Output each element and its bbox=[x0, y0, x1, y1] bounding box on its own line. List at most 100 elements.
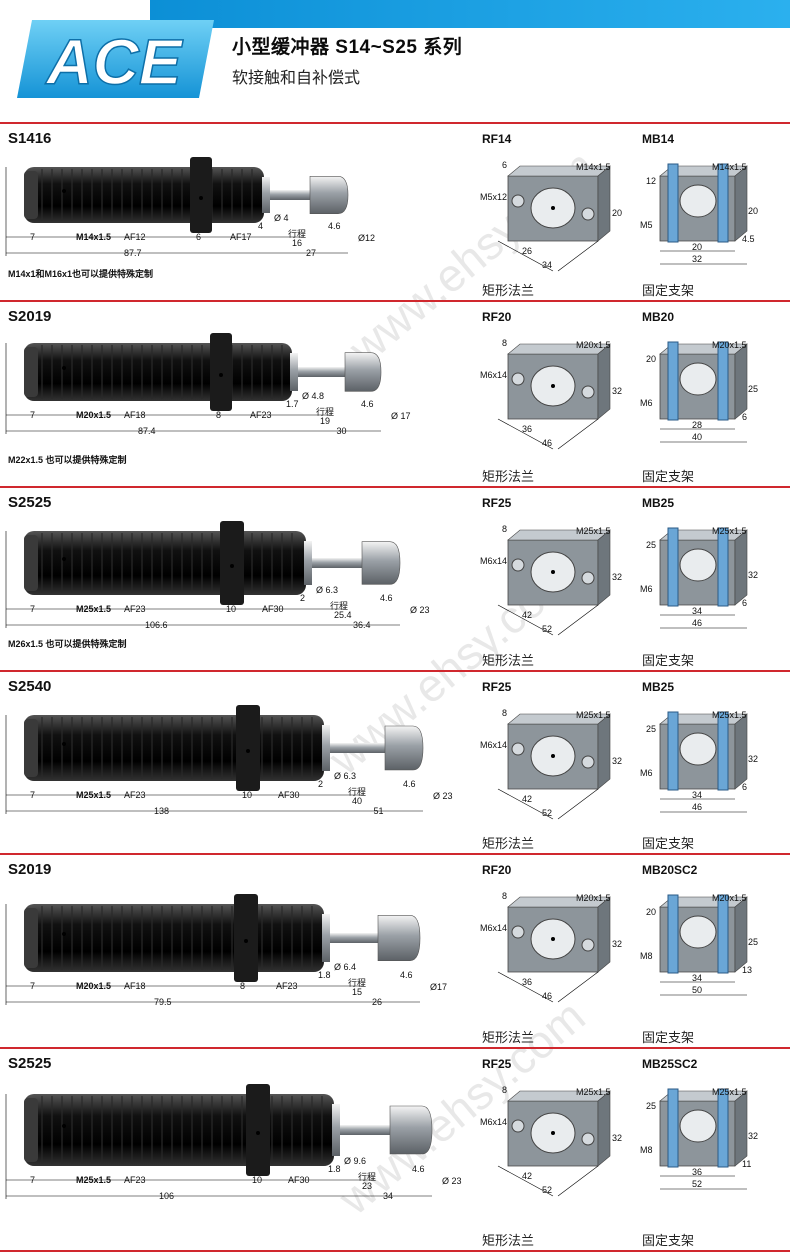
rf-w1: 42 bbox=[522, 610, 533, 620]
dim-gap: 2 bbox=[318, 779, 324, 789]
dim-nut: 10 bbox=[242, 790, 253, 800]
dim-ext: 27 bbox=[306, 248, 317, 258]
rf-w1: 42 bbox=[522, 1171, 533, 1181]
mb-label: 固定支架 bbox=[642, 1030, 695, 1045]
mb-code: MB25 bbox=[642, 496, 675, 510]
rf-w2: 34 bbox=[542, 260, 553, 270]
mb-label: 固定支架 bbox=[642, 469, 695, 484]
mb-thread: M25x1.5 bbox=[712, 710, 747, 720]
dim-nut: 8 bbox=[240, 981, 246, 991]
rf-thread: M20x1.5 bbox=[576, 893, 611, 903]
mb-t: 12 bbox=[646, 176, 657, 186]
dim-stroke-label: 行程 bbox=[348, 978, 367, 988]
dim-ext: 26 bbox=[372, 997, 383, 1007]
mb-code: MB20 bbox=[642, 310, 675, 324]
dim-af2: AF23 bbox=[250, 410, 272, 420]
piston-rod bbox=[330, 743, 385, 753]
dim-total: 138 bbox=[154, 806, 170, 816]
mb-code: MB25SC2 bbox=[642, 1057, 698, 1071]
shock-absorber-drawing bbox=[5, 333, 382, 434]
soft-cap bbox=[389, 1105, 433, 1155]
dim-nut: 8 bbox=[216, 410, 222, 420]
dim-stroke: 40 bbox=[352, 796, 363, 806]
mb-h: 32 bbox=[748, 754, 759, 764]
soft-cap bbox=[384, 725, 424, 771]
dim-thread: M20x1.5 bbox=[76, 410, 112, 420]
dim-total: 87.4 bbox=[138, 426, 156, 436]
model-title: S2019 bbox=[8, 861, 52, 878]
dim-d-length: 7 bbox=[30, 1175, 36, 1185]
rf-h: 32 bbox=[612, 386, 623, 396]
shock-absorber-drawing bbox=[5, 157, 349, 256]
mb-bracket-drawing bbox=[659, 711, 748, 813]
section-divider bbox=[0, 1250, 790, 1252]
model-title: S2019 bbox=[8, 308, 52, 325]
rf-t: 6 bbox=[502, 160, 508, 170]
threaded-body bbox=[24, 715, 324, 781]
rf-thread: M14x1.5 bbox=[576, 162, 611, 172]
custom-note: M22x1.5 也可以提供特殊定制 bbox=[8, 455, 127, 465]
rf-w2: 52 bbox=[542, 624, 553, 634]
rf-label: 矩形法兰 bbox=[482, 836, 535, 851]
mb-bolt: M6 bbox=[640, 768, 653, 778]
mb-e: 13 bbox=[742, 965, 753, 975]
custom-note: M26x1.5 也可以提供特殊定制 bbox=[8, 639, 127, 649]
dim-dia: Ø 23 bbox=[410, 605, 430, 615]
rf-w2: 46 bbox=[542, 438, 553, 448]
mb-h: 25 bbox=[748, 384, 759, 394]
mb-label: 固定支架 bbox=[642, 1233, 695, 1248]
dim-ext: 51 bbox=[373, 806, 384, 816]
dim-cap: 4.6 bbox=[380, 593, 393, 603]
section-divider bbox=[0, 122, 790, 124]
mb-bolt: M8 bbox=[640, 1145, 653, 1155]
rf-bolt: M6x14 bbox=[480, 370, 508, 380]
dim-nut: 10 bbox=[252, 1175, 263, 1185]
dim-af2: AF30 bbox=[288, 1175, 310, 1185]
shock-absorber-drawing bbox=[5, 521, 401, 628]
mb-w1: 28 bbox=[692, 420, 703, 430]
piston-rod bbox=[298, 367, 345, 377]
rf-t: 8 bbox=[502, 338, 508, 348]
dim-thread: M20x1.5 bbox=[76, 981, 112, 991]
mb-code: MB25 bbox=[642, 680, 675, 694]
rf-flange-drawing bbox=[497, 165, 611, 272]
rf-t: 8 bbox=[502, 891, 508, 901]
rf-w2: 52 bbox=[542, 1185, 553, 1195]
threaded-body bbox=[24, 1094, 334, 1166]
dim-total: 106 bbox=[159, 1191, 175, 1201]
piston-rod bbox=[330, 933, 378, 943]
dim-stroke-label: 行程 bbox=[288, 229, 307, 239]
mb-bolt: M6 bbox=[640, 398, 653, 408]
rf-code: RF25 bbox=[482, 1057, 512, 1071]
dim-cap: 4.6 bbox=[361, 399, 374, 409]
lock-nut bbox=[246, 1084, 270, 1176]
mb-thread: M25x1.5 bbox=[712, 526, 747, 536]
mb-bracket-drawing bbox=[659, 527, 748, 629]
mb-e: 11 bbox=[742, 1159, 752, 1169]
rf-t: 8 bbox=[502, 1085, 508, 1095]
rf-w1: 36 bbox=[522, 977, 533, 987]
dim-gap: 1.8 bbox=[328, 1164, 341, 1174]
piston-rod bbox=[270, 190, 310, 200]
rf-bolt: M6x14 bbox=[480, 923, 508, 933]
dim-stroke: 23 bbox=[362, 1181, 373, 1191]
rf-h: 32 bbox=[612, 1133, 623, 1143]
dim-af2: AF30 bbox=[278, 790, 300, 800]
rf-flange-drawing bbox=[497, 896, 611, 1003]
dim-gap: 1.7 bbox=[286, 399, 299, 409]
threaded-body bbox=[24, 167, 264, 223]
rf-flange-drawing bbox=[497, 1090, 611, 1197]
mb-bracket-drawing bbox=[659, 341, 748, 443]
dim-gap: 4 bbox=[258, 221, 264, 231]
dim-af1: AF23 bbox=[124, 790, 146, 800]
dim-dia: Ø12 bbox=[358, 233, 376, 243]
mb-t: 25 bbox=[646, 724, 657, 734]
dim-cap: 4.6 bbox=[403, 779, 416, 789]
ace-logo: ACE bbox=[17, 20, 214, 99]
dim-stroke-label: 行程 bbox=[330, 601, 349, 611]
rf-thread: M20x1.5 bbox=[576, 340, 611, 350]
shock-absorber-drawing bbox=[5, 705, 424, 814]
dim-gap: 2 bbox=[300, 593, 306, 603]
rf-w1: 42 bbox=[522, 794, 533, 804]
mb-thread: M25x1.5 bbox=[712, 1087, 747, 1097]
